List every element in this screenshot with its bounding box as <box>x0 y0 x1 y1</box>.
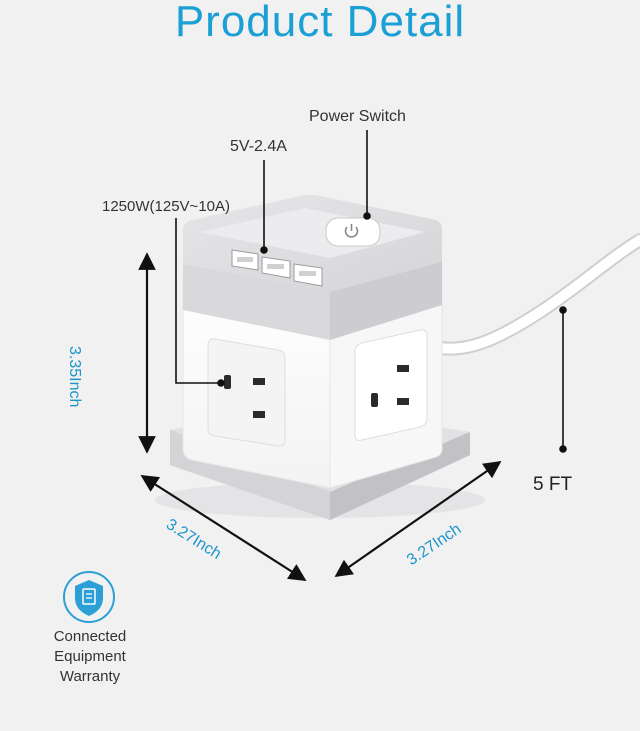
usb-ports <box>231 249 323 287</box>
power-icon <box>344 224 359 238</box>
warranty-line-3: Warranty <box>59 668 121 685</box>
usb-port-3 <box>293 263 323 287</box>
width-right-arrow <box>334 460 502 578</box>
shield-document-icon <box>63 571 115 623</box>
usb-port-2 <box>261 256 291 279</box>
callout-lines <box>175 130 567 453</box>
warranty-line-1: Connected <box>53 628 127 645</box>
warranty-line-2: Equipment <box>54 648 126 665</box>
usb-rating-label: 5V-2.4A <box>230 138 287 155</box>
width-left-arrow <box>140 475 307 581</box>
outlet-right <box>354 329 428 441</box>
power-switch-button[interactable] <box>325 217 381 247</box>
usb-port-1 <box>231 249 259 271</box>
warranty-label: Connected Equipment Warranty <box>30 627 150 687</box>
outlet-left <box>207 338 286 447</box>
dimension-arrows <box>138 252 502 581</box>
height-dimension-label: 3.35Inch <box>66 346 83 408</box>
power-cord <box>433 233 640 356</box>
page-title: Product Detail <box>174 0 466 46</box>
cord-length-label: 5 FT <box>533 474 573 495</box>
power-switch-label: Power Switch <box>309 108 406 125</box>
ac-rating-label: 1250W(125V~10A) <box>102 198 230 215</box>
